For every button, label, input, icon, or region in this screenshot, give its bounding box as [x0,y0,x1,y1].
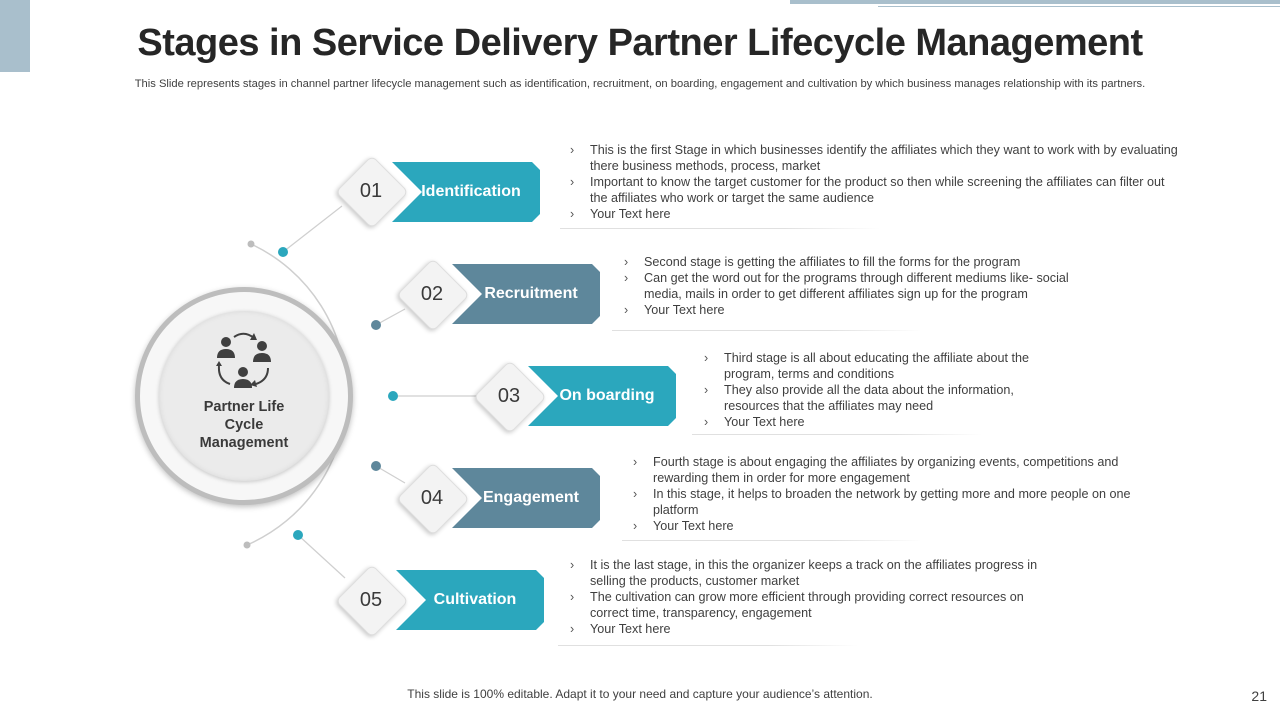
bullet-item: Can get the word out for the programs th… [624,270,1094,302]
stage-label: Recruitment [484,285,578,302]
center-inner-disc [159,311,329,481]
bullet-item: Your Text here [570,621,1060,637]
connector-dot-03 [388,391,398,401]
bullet-item: This is the first Stage in which busines… [570,142,1180,174]
stage-number: 03 [497,385,521,407]
center-label: Partner Life Cycle Management [199,399,289,451]
divider [692,434,982,435]
bullet-item: Your Text here [704,414,1054,430]
page-subtitle: This Slide represents stages in channel … [134,78,1146,90]
page-number: 21 [1251,688,1267,704]
stage-tab-engagement[interactable]: Engagement [452,468,600,528]
bullet-item: Second stage is getting the affiliates t… [624,254,1094,270]
stage-description-list: Second stage is getting the affiliates t… [624,254,1094,318]
stage-description-list: Fourth stage is about engaging the affil… [633,454,1133,534]
stage-label: Identification [421,183,521,200]
stage-number: 05 [359,589,383,611]
people-cycle-icon [216,332,271,388]
connector-line-02 [375,308,406,326]
bullet-item: Important to know the target customer fo… [570,174,1180,206]
connector-line-01 [282,205,343,253]
arc-end-dot-top [247,240,255,248]
bullet-item: Your Text here [633,518,1133,534]
connector-dot-01 [278,247,288,257]
bullet-item: Third stage is all about educating the a… [704,350,1054,382]
divider [560,228,880,229]
stage-label: On boarding [559,387,655,404]
stage-tab-identification[interactable]: Identification [392,162,540,222]
connector-dot-02 [371,320,381,330]
bullet-item: Your Text here [624,302,1094,318]
bullet-item: The cultivation can grow more efficient … [570,589,1060,621]
connector-line-05 [297,534,346,579]
divider [622,540,922,541]
connector-dot-05 [293,530,303,540]
stage-description-list: It is the last stage, in this the organi… [570,557,1060,637]
top-accent-line [878,6,1280,7]
bullet-item: Your Text here [570,206,1180,222]
stage-number: 01 [359,180,383,202]
bullet-item: It is the last stage, in this the organi… [570,557,1060,589]
arc-end-dot-bottom [243,541,251,549]
stage-label: Engagement [482,489,579,506]
stage-description-list: This is the first Stage in which busines… [570,142,1180,222]
bullet-item: They also provide all the data about the… [704,382,1054,414]
connector-line-04 [375,465,406,484]
top-accent-bar [790,0,1280,4]
stage-number: 04 [420,487,444,509]
stage-label: Cultivation [433,591,517,608]
divider [558,645,858,646]
divider [612,330,922,331]
page-title: Stages in Service Delivery Partner Lifec… [137,22,1143,64]
bullet-item: Fourth stage is about engaging the affil… [633,454,1133,486]
corner-accent-block [0,0,30,72]
stage-number: 02 [420,283,444,305]
stage-description-list: Third stage is all about educating the a… [704,350,1054,430]
footer-note: This slide is 100% editable. Adapt it to… [407,687,873,701]
connector-dot-04 [371,461,381,471]
bullet-item: In this stage, it helps to broaden the n… [633,486,1133,518]
